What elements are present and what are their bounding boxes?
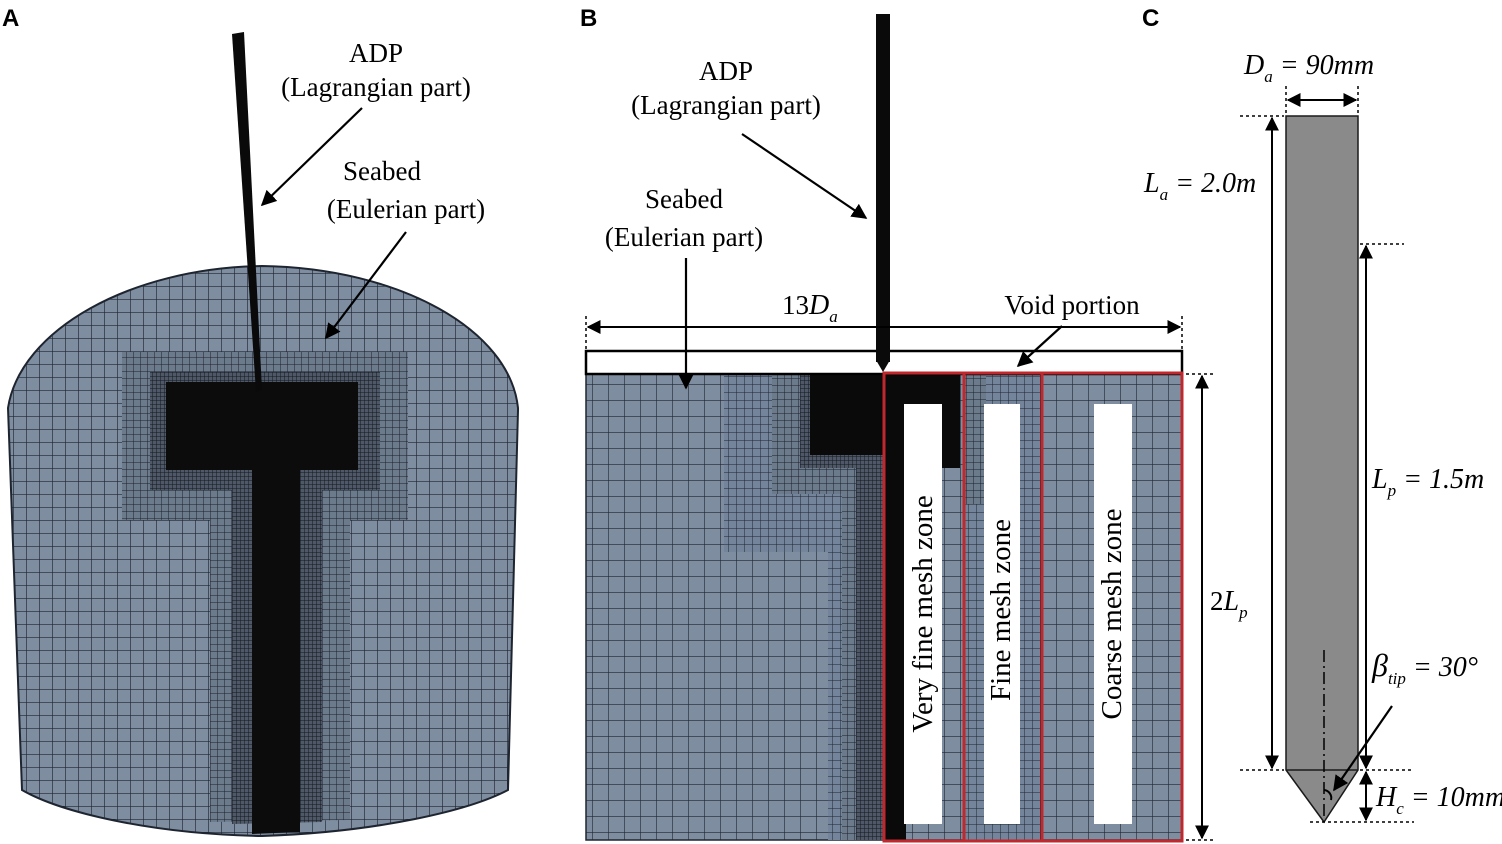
panel-a-dark-core	[168, 382, 358, 470]
panel-a-adp-title: ADP	[349, 38, 403, 68]
panel-c-hc-sub: c	[1396, 799, 1404, 818]
panel-a-very-fine-zone	[166, 382, 356, 834]
panel-c-da-label: Da = 90mm	[1243, 50, 1374, 86]
panel-b-very-fine-zone-label: Very fine mesh zone	[907, 495, 939, 733]
panel-b-very-fine-label-plate	[904, 404, 942, 824]
panel-b-fine-zone-label: Fine mesh zone	[985, 519, 1017, 701]
panel-b-width-coef: 13	[782, 290, 809, 320]
panel-b-very-fine-zone	[800, 374, 884, 840]
panel-b-fine-mesh-strip	[964, 374, 986, 504]
panel-c-hc-sym: H	[1375, 782, 1398, 813]
panel-a-seabed-title: Seabed	[343, 156, 421, 186]
panel-c-lp-sub: p	[1387, 481, 1397, 500]
panel-b-depth-sub: p	[1238, 603, 1248, 622]
panel-c-lp-label: Lp = 1.5m	[1371, 464, 1484, 500]
panel-b: B Very fine mesh zone Fine mesh zone Coa…	[580, 5, 1248, 843]
panel-c-label: C	[1142, 5, 1159, 32]
panel-b-width-sym: D	[808, 290, 829, 321]
panel-b-depth-coef: 2	[1210, 586, 1224, 616]
panel-b-adp-shaft	[876, 14, 890, 362]
panel-b-adp-tip	[876, 360, 890, 372]
panel-c-la-sub: a	[1160, 185, 1169, 204]
panel-a-seabed-sub: (Eulerian part)	[327, 194, 485, 224]
panel-b-width-sub: a	[829, 307, 838, 326]
panel-b-void-arrow	[1016, 325, 1063, 368]
panel-b-seabed-title: Seabed	[645, 184, 723, 214]
panel-c-beta-arrow	[1333, 705, 1393, 792]
panel-a-seabed-arrow	[325, 231, 407, 340]
panel-b-adp-sub: (Lagrangian part)	[631, 90, 821, 120]
panel-b-seabed-sub: (Eulerian part)	[605, 222, 763, 252]
panel-c-beta-label: βtip = 30°	[1371, 647, 1478, 688]
panel-c-la-sym: L	[1143, 168, 1160, 199]
panel-a: A ADP (Lagrangian part) Seabed (Eulerian…	[2, 5, 519, 838]
panel-b-void-label: Void portion	[1004, 290, 1140, 320]
panel-b-coarse-zone-label: Coarse mesh zone	[1096, 509, 1128, 720]
panel-c-la-label: La = 2.0m	[1143, 168, 1256, 204]
panel-c-beta-val: = 30°	[1406, 652, 1478, 683]
panel-b-label: B	[580, 5, 597, 32]
panel-a-adp-arrow	[260, 107, 363, 207]
panel-c-lp-val: = 1.5m	[1396, 464, 1484, 495]
panel-c-probe-body	[1285, 115, 1359, 824]
panel-c-tip-angle-arc	[1323, 789, 1333, 801]
panel-b-coarse-label-plate	[1094, 404, 1132, 824]
panel-c-beta-sym: β	[1371, 647, 1388, 683]
panel-c-beta-sub: tip	[1388, 669, 1406, 688]
panel-a-label: A	[2, 5, 19, 32]
panel-b-width-label: 13Da	[782, 290, 838, 326]
panel-b-depth-sym: L	[1223, 586, 1240, 617]
panel-c-da-val: = 90mm	[1273, 50, 1374, 81]
panel-c-lp-sym: L	[1371, 464, 1388, 495]
panel-c: C Da = 90mm La = 2.0m Lp = 1.5m βtip = 3…	[1142, 5, 1502, 824]
panel-c-da-sub: a	[1264, 67, 1273, 86]
panel-c-da-sym: D	[1243, 50, 1264, 81]
panel-b-adp-arrow	[741, 133, 868, 219]
panel-a-adp-shaft	[232, 32, 262, 392]
panel-c-la-val: = 2.0m	[1168, 168, 1256, 199]
panel-a-adp-sub: (Lagrangian part)	[281, 72, 471, 102]
panel-b-depth-label: 2Lp	[1210, 586, 1248, 622]
panel-c-hc-val: = 10mm	[1404, 782, 1502, 813]
panel-c-hc-label: Hc = 10mm	[1375, 782, 1502, 818]
panel-b-adp-title: ADP	[699, 56, 753, 86]
panel-b-fine-label-plate	[984, 404, 1020, 824]
panel-b-coarse-zone-box	[1040, 371, 1184, 843]
